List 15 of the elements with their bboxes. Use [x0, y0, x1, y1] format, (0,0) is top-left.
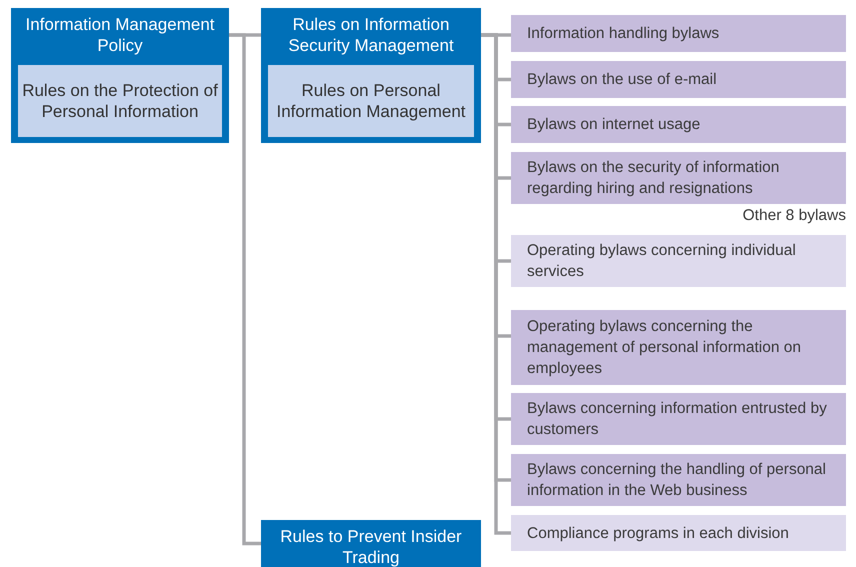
bylaw-box: Operating bylaws concerning the management of personal information on employees	[511, 310, 846, 385]
policy-box	[261, 8, 481, 143]
bylaw-box: Operating bylaws concerning individual services	[511, 235, 846, 287]
box-heading: Rules on Information Security Management	[287, 14, 455, 56]
connector-line	[229, 33, 261, 546]
policy-box	[11, 8, 229, 143]
note-text: Other 8 bylaws	[742, 207, 846, 225]
bylaw-box: Bylaws concerning the handling of personal information in the Web business	[511, 454, 846, 506]
bylaw-box: Information handling bylaws	[511, 15, 846, 52]
bylaw-box: Bylaws on internet usage	[511, 106, 846, 143]
bylaw-box: Bylaws concerning information entrusted by customers	[511, 393, 846, 445]
box-heading: Information Management Policy	[24, 14, 216, 56]
bylaw-box: Bylaws on the security of information regarding hiring and resignations	[511, 152, 846, 204]
bylaw-box: Compliance programs in each division	[511, 515, 846, 551]
bylaw-box: Bylaws on the use of e-mail	[511, 61, 846, 98]
